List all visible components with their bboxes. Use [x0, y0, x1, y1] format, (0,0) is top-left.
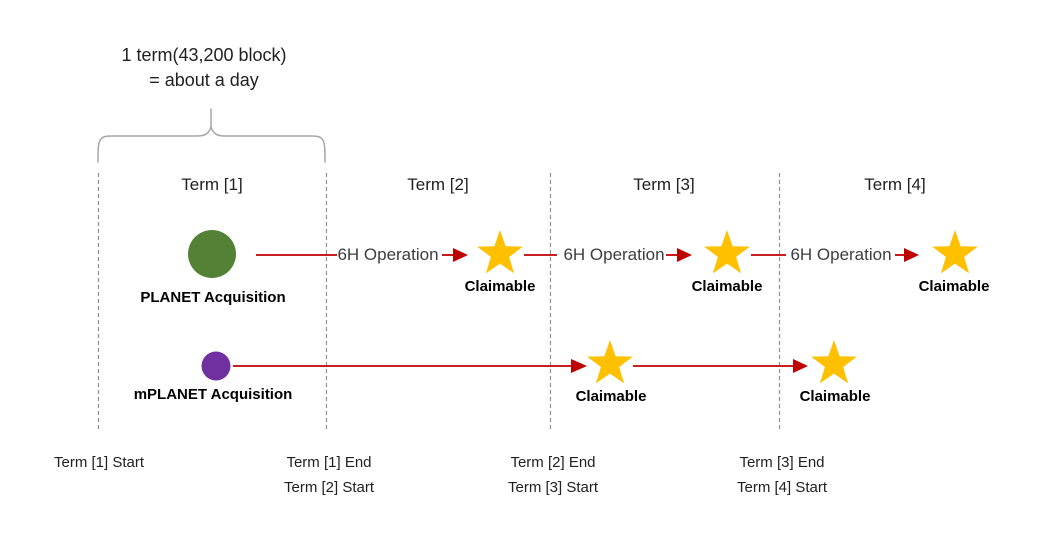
- claimable-label: Claimable: [799, 388, 871, 405]
- arrow-right-icon: [677, 248, 692, 262]
- claimable-star-icon: [811, 340, 857, 383]
- term-1-header: Term [1]: [181, 175, 243, 194]
- arrow-right-icon: [904, 248, 919, 262]
- claimable-star-icon: [587, 340, 633, 383]
- operation-label-1: 6H Operation: [337, 245, 439, 264]
- milestone-term3-end: Term [3] End Term [4] Start: [737, 450, 827, 500]
- claimable-label: Claimable: [464, 278, 536, 295]
- term-definition-line1: 1 term(43,200 block): [121, 45, 287, 65]
- milestone-line: Term [1] Start: [53, 454, 145, 471]
- claimable-label: Claimable: [575, 388, 647, 405]
- term-definition-note: 1 term(43,200 block) = about a day: [121, 43, 286, 93]
- milestone-term2-end: Term [2] End Term [3] Start: [508, 450, 598, 500]
- term-definition-line2: = about a day: [149, 70, 259, 90]
- term-3-header: Term [3]: [633, 175, 695, 194]
- milestone-line: Term [3] End: [739, 454, 825, 471]
- claimable-star-icon: [477, 230, 523, 273]
- arrow-right-icon: [571, 359, 587, 373]
- claimable-star-icon: [932, 230, 978, 273]
- arrow-right-icon: [793, 359, 808, 373]
- mplanet-acquisition-label: mPLANET Acquisition: [133, 386, 293, 403]
- term-2-header: Term [2]: [407, 175, 469, 194]
- term-duration-brace: [97, 124, 326, 163]
- term-4-header: Term [4]: [864, 175, 926, 194]
- arrow-right-icon: [453, 248, 468, 262]
- milestone-line: Term [4] Start: [736, 479, 828, 496]
- operation-label-2: 6H Operation: [563, 245, 665, 264]
- milestone-term1-start: Term [1] Start: [54, 450, 144, 475]
- mplanet-token-circle: [201, 351, 231, 381]
- operation-label-3: 6H Operation: [790, 245, 892, 264]
- milestone-line: Term [2] Start: [283, 479, 375, 496]
- milestone-term1-end: Term [1] End Term [2] Start: [284, 450, 374, 500]
- planet-token-circle: [188, 230, 236, 278]
- milestone-line: Term [3] Start: [507, 479, 599, 496]
- milestone-line: Term [1] End: [286, 454, 372, 471]
- claimable-label: Claimable: [918, 278, 990, 295]
- claimable-star-icon: [704, 230, 750, 273]
- claimable-label: Claimable: [691, 278, 763, 295]
- milestone-line: Term [2] End: [510, 454, 596, 471]
- planet-acquisition-label: PLANET Acquisition: [140, 289, 286, 306]
